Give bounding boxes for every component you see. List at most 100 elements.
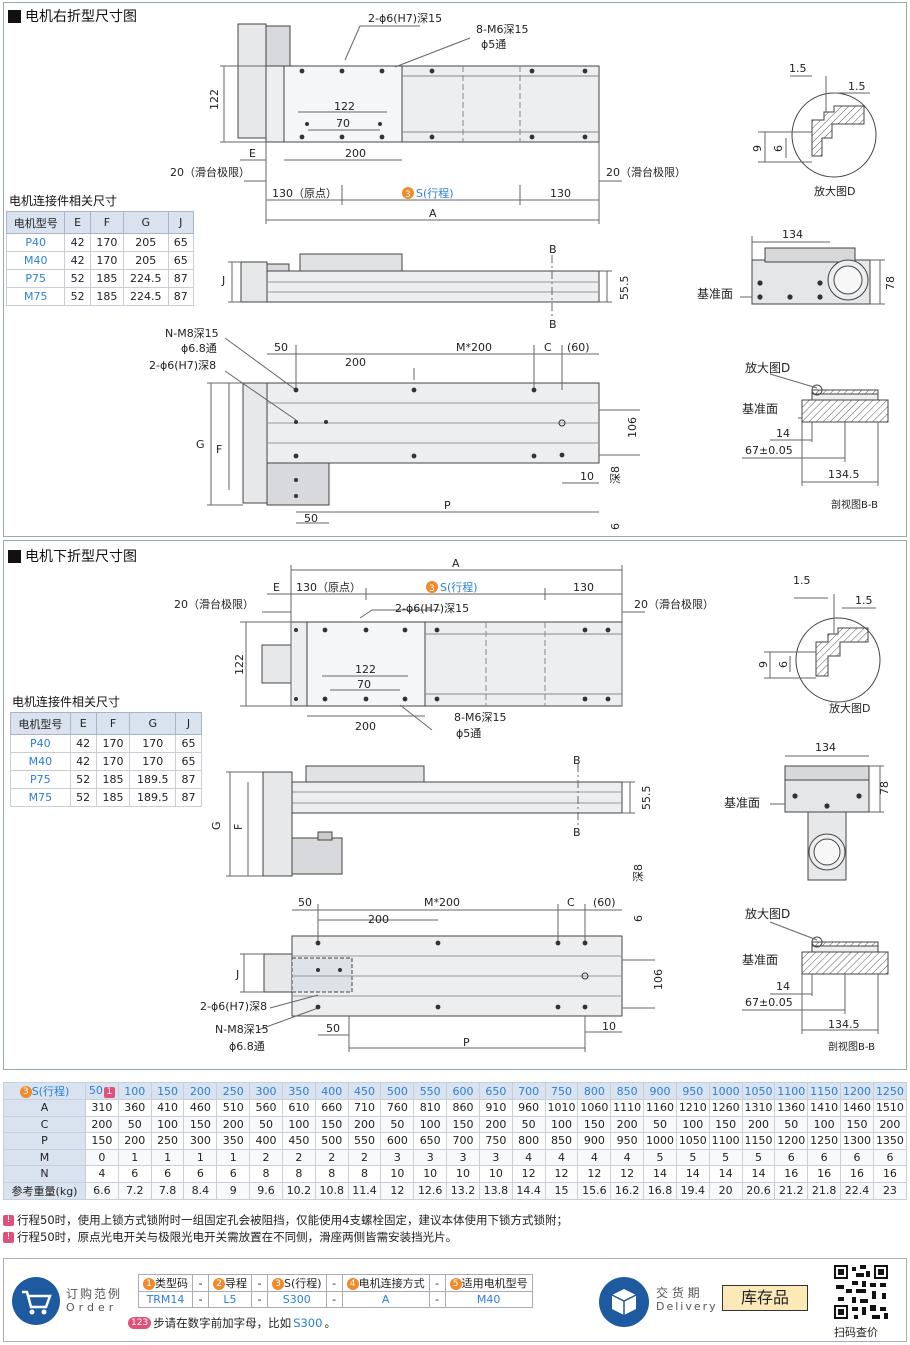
spec-stroke-value: 600 bbox=[446, 1082, 480, 1100]
spec-cell: 7.8 bbox=[150, 1181, 185, 1200]
spec-cell: 610 bbox=[281, 1099, 316, 1117]
spec-cell: 250 bbox=[150, 1132, 185, 1150]
spec-stroke-value: 100 bbox=[117, 1082, 152, 1100]
lbl-ref-plane-3: 基准面 bbox=[724, 796, 760, 810]
spec-cell: 4 bbox=[544, 1148, 579, 1166]
spec-cell: 200 bbox=[478, 1115, 513, 1133]
spec-cell: 14.4 bbox=[511, 1181, 546, 1200]
lbl-limit-right-2: 20（滑台极限） bbox=[634, 597, 714, 611]
spec-cell: 500 bbox=[314, 1132, 349, 1150]
scan-label: 扫码查价 bbox=[834, 1326, 878, 1339]
lbl-B-bot-2: B bbox=[573, 826, 581, 839]
delivery-title-en: Delivery bbox=[656, 1300, 718, 1313]
end-view-body-2 bbox=[784, 765, 870, 781]
lbl-2-phi6-8: 2-ϕ6(H7)深8 bbox=[149, 359, 216, 372]
spec-cell: 1 bbox=[117, 1148, 152, 1166]
lbl-50: 50 bbox=[274, 341, 288, 354]
cart-icon bbox=[12, 1277, 60, 1325]
spec-cell: 9 bbox=[216, 1181, 251, 1200]
slider-plate bbox=[283, 65, 403, 143]
lbl-phi6-8: ϕ6.8通 bbox=[181, 342, 217, 355]
spec-cell: 14 bbox=[643, 1165, 677, 1183]
spec-cell: 1050 bbox=[675, 1132, 710, 1150]
spec-cell: 300 bbox=[183, 1132, 218, 1150]
spec-cell: 6 bbox=[840, 1148, 874, 1166]
spec-stroke-value: 750 bbox=[544, 1082, 579, 1100]
spec-cell: 20 bbox=[708, 1181, 743, 1200]
spec-cell: 5 bbox=[708, 1148, 743, 1166]
lbl-70-2: 70 bbox=[357, 678, 371, 691]
motor-bottom bbox=[242, 382, 268, 504]
spec-cell: 8 bbox=[281, 1165, 316, 1183]
spec-cell: 8 bbox=[314, 1165, 349, 1183]
dash: - bbox=[192, 1274, 209, 1292]
lbl-8-m6: 8-M6深15 bbox=[476, 23, 528, 36]
spec-stroke-value: 1150 bbox=[807, 1082, 842, 1100]
spec-cell: 650 bbox=[413, 1132, 448, 1150]
spec-cell: 8.4 bbox=[183, 1181, 218, 1200]
lbl-6z-2: 6 bbox=[777, 661, 790, 668]
spec-cell: 1410 bbox=[807, 1099, 842, 1117]
spec-row-label: N bbox=[3, 1165, 86, 1183]
right-fold-title: 电机右折型尺寸图 bbox=[8, 6, 137, 26]
spec-cell: 50 bbox=[774, 1115, 809, 1133]
spec-cell: 12 bbox=[544, 1165, 579, 1183]
spec-cell: 6 bbox=[117, 1165, 152, 1183]
lbl-B-bot: B bbox=[549, 318, 557, 331]
lbl-6z: 6 bbox=[772, 145, 785, 152]
lbl-200: 200 bbox=[345, 147, 366, 160]
lbl-B-top-2: B bbox=[573, 754, 581, 767]
spec-cell: 12 bbox=[380, 1181, 415, 1200]
lbl-P-2: P bbox=[463, 1036, 470, 1049]
spec-stroke-value: 300 bbox=[249, 1082, 283, 1100]
motor-model: M40 bbox=[5, 251, 66, 270]
spec-cell: 0 bbox=[85, 1148, 119, 1166]
motor-cap bbox=[265, 25, 291, 67]
spec-cell: 50 bbox=[511, 1115, 546, 1133]
lbl-zoom-d-4: 放大图D bbox=[745, 906, 790, 921]
lbl-14: 14 bbox=[776, 427, 790, 440]
spec-cell: 3 bbox=[478, 1148, 513, 1166]
spec-cell: 10 bbox=[446, 1165, 480, 1183]
lbl-6: 6 bbox=[609, 523, 622, 530]
spec-cell: 1460 bbox=[840, 1099, 874, 1117]
spec-cell: 20.6 bbox=[741, 1181, 776, 1200]
spec-cell: 1 bbox=[216, 1148, 251, 1166]
spec-cell: 6 bbox=[807, 1148, 842, 1166]
spec-cell: 150 bbox=[446, 1115, 480, 1133]
dash: - bbox=[251, 1274, 268, 1292]
lbl-B-top: B bbox=[549, 243, 557, 256]
spec-cell: 860 bbox=[446, 1099, 480, 1117]
spec-cell: 7.2 bbox=[117, 1181, 152, 1200]
cell: 170 bbox=[95, 734, 131, 753]
spec-cell: 1060 bbox=[577, 1099, 612, 1117]
lbl-zoom-d-2: 放大图D bbox=[745, 360, 790, 375]
col-g: G bbox=[129, 712, 177, 735]
spec-cell: 100 bbox=[150, 1115, 185, 1133]
spec-cell: 150 bbox=[708, 1115, 743, 1133]
spec-cell: 550 bbox=[347, 1132, 382, 1150]
spec-cell: 12 bbox=[511, 1165, 546, 1183]
delivery-title: 交 货 期 bbox=[656, 1286, 700, 1300]
lbl-E: E bbox=[249, 147, 256, 160]
warning-icon: 1 bbox=[103, 1087, 115, 1098]
lbl-200-2: 200 bbox=[355, 720, 376, 733]
lbl-section-bb: 剖视图B-B bbox=[831, 498, 878, 511]
spec-stroke-value: 1050 bbox=[741, 1082, 776, 1100]
lbl-1-5a: 1.5 bbox=[789, 62, 807, 75]
note-1: ! 行程50时，使用上锁方式锁附时一组固定孔会被阻挡，仅能使用4支螺栓固定，建议… bbox=[3, 1212, 568, 1228]
spec-cell: 8 bbox=[249, 1165, 283, 1183]
spec-row-label: C bbox=[3, 1115, 86, 1133]
spec-cell: 16 bbox=[840, 1165, 874, 1183]
lbl-section-bb-2: 剖视图B-B bbox=[828, 1040, 875, 1053]
spec-cell: 150 bbox=[85, 1132, 119, 1150]
lbl-phi5-2: ϕ5通 bbox=[456, 727, 481, 740]
spec-cell: 9.6 bbox=[249, 1181, 283, 1200]
